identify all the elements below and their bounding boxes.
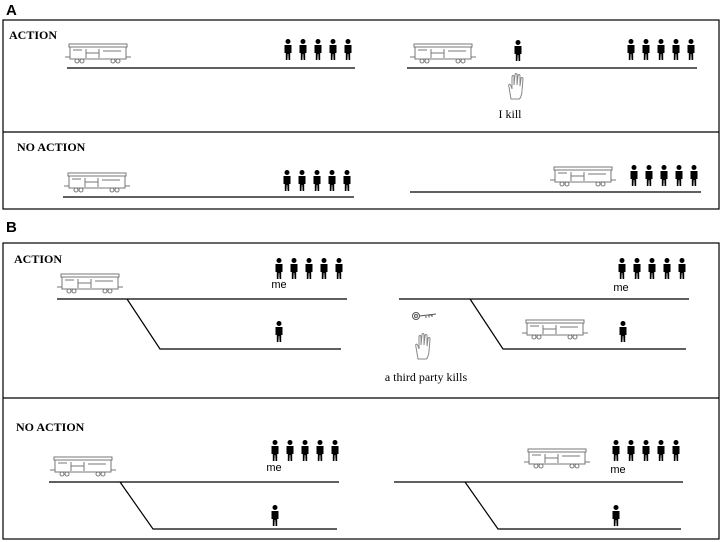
kill-caption: I kill	[499, 107, 523, 121]
panel-a-action-left-scene	[64, 39, 355, 69]
me-label: me	[610, 464, 625, 476]
panel-a-no-action-label: NO ACTION	[17, 140, 86, 154]
five-persons-group	[284, 170, 351, 191]
five-persons-group	[619, 258, 686, 279]
hand-icon	[415, 333, 431, 360]
me-label: me	[266, 462, 281, 474]
panel-a-action-right-scene: I kill	[407, 39, 697, 121]
panel-a-action-label: ACTION	[9, 28, 57, 42]
panel-b-frame	[2, 242, 720, 540]
person-icon	[514, 40, 522, 61]
person-icon	[275, 321, 283, 342]
person-icon	[619, 321, 627, 342]
forked-track	[49, 481, 339, 530]
panel-b-action-label: ACTION	[14, 252, 62, 266]
five-persons-group	[631, 165, 698, 186]
trolley-icon	[523, 448, 591, 469]
panel-b-action-left-scene: me	[56, 258, 347, 350]
trolley-icon	[409, 43, 477, 64]
forked-track	[399, 298, 689, 350]
trolley-icon	[63, 172, 131, 193]
me-label: me	[613, 282, 628, 294]
person-icon	[271, 505, 279, 526]
five-persons-group	[272, 440, 339, 461]
panel-a-no-action-right-scene	[410, 165, 701, 193]
panel-b-no-action-left-scene: me	[49, 440, 339, 530]
key-icon	[412, 312, 437, 320]
trolley-icon	[521, 319, 589, 340]
third-party-caption: a third party kills	[385, 370, 468, 384]
panel-b-no-action-label: NO ACTION	[16, 420, 85, 434]
forked-track	[57, 298, 347, 350]
hand-icon	[508, 73, 524, 100]
forked-track	[394, 481, 683, 530]
five-persons-group	[628, 39, 695, 60]
me-label: me	[271, 279, 286, 291]
person-icon	[612, 505, 620, 526]
trolley-icon	[64, 43, 132, 64]
panel-a-no-action-left-scene	[63, 170, 354, 198]
trolley-icon	[56, 273, 124, 294]
panel-b-action-right-scene: me a third party kills	[385, 258, 689, 384]
five-persons-group	[276, 258, 343, 279]
five-persons-group	[613, 440, 680, 461]
panel-a-letter: A	[6, 2, 17, 19]
trolley-icon	[549, 166, 617, 187]
five-persons-group	[285, 39, 352, 60]
panel-a-frame	[2, 19, 720, 210]
panel-b-no-action-right-scene: me	[394, 440, 683, 530]
panel-b-letter: B	[6, 219, 17, 236]
trolley-icon	[49, 456, 117, 477]
